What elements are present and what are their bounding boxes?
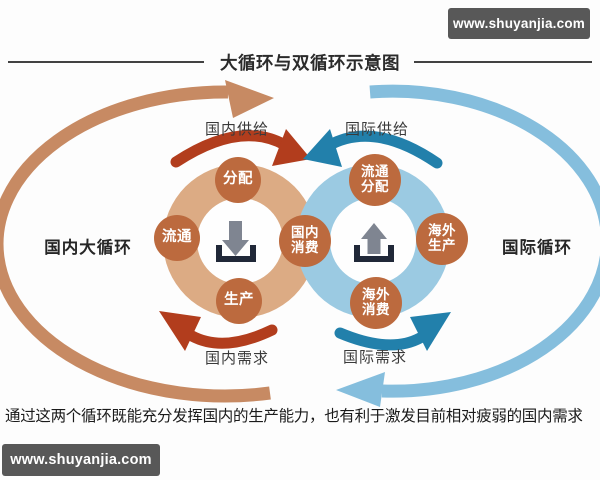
domestic-demand-label: 国内需求 — [204, 350, 269, 367]
watermark-top-right: www.shuyanjia.com — [448, 8, 590, 39]
international-demand-arrowhead — [410, 312, 451, 351]
node-label-production: 生产 — [224, 292, 254, 309]
domestic-supply-label: 国内供给 — [204, 121, 269, 138]
watermark-bottom-left: www.shuyanjia.com — [2, 444, 160, 476]
domestic-demand-arrowhead — [159, 311, 201, 351]
international-loop-label: 国际循环 — [502, 239, 572, 257]
domestic-supply-arrow — [170, 130, 291, 168]
title-rule-right — [414, 61, 592, 63]
node-circle-distribution — [215, 157, 261, 203]
domestic-supply-arrowhead — [272, 129, 311, 166]
node-circle-overseas-consumption — [350, 277, 402, 329]
international-supply-arrow — [322, 130, 443, 169]
node-label-domestic-consumption: 国内 消费 — [291, 225, 319, 255]
node-circle-domestic-consumption — [279, 215, 331, 267]
domestic-loop-label: 国内大循环 — [44, 239, 132, 257]
international-big-loop-arrowhead — [336, 372, 385, 407]
node-circle-circulation — [154, 215, 200, 261]
node-label-distribution: 分配 — [223, 171, 253, 188]
node-circle-overseas-production — [416, 213, 468, 265]
title-rule-left — [8, 61, 204, 63]
node-circle-production — [216, 278, 262, 324]
international-big-loop-arc — [369, 84, 600, 398]
domestic-demand-arrow — [186, 324, 278, 349]
page-title: 大循环与双循环示意图 — [220, 53, 400, 73]
domestic-big-loop-arc — [0, 85, 271, 403]
upload-tray-icon — [354, 223, 394, 262]
domestic-big-loop-arrowhead — [225, 80, 274, 118]
international-demand-label: 国际需求 — [342, 349, 407, 366]
download-tray-icon — [216, 221, 256, 262]
node-label-circulation-distribution: 流通 分配 — [361, 164, 389, 194]
node-circle-circulation-distribution — [349, 154, 401, 206]
international-demand-arrow — [334, 327, 426, 351]
international-supply-label: 国际供给 — [344, 121, 409, 138]
node-label-circulation: 流通 — [162, 229, 192, 246]
node-label-overseas-consumption: 海外 消费 — [362, 287, 390, 317]
caption-text: 通过这两个循环既能充分发挥国内的生产能力，也有利于激发目前相对疲弱的国内需求 — [5, 408, 583, 425]
node-label-overseas-production: 海外 生产 — [428, 223, 456, 253]
international-supply-arrowhead — [303, 129, 342, 167]
